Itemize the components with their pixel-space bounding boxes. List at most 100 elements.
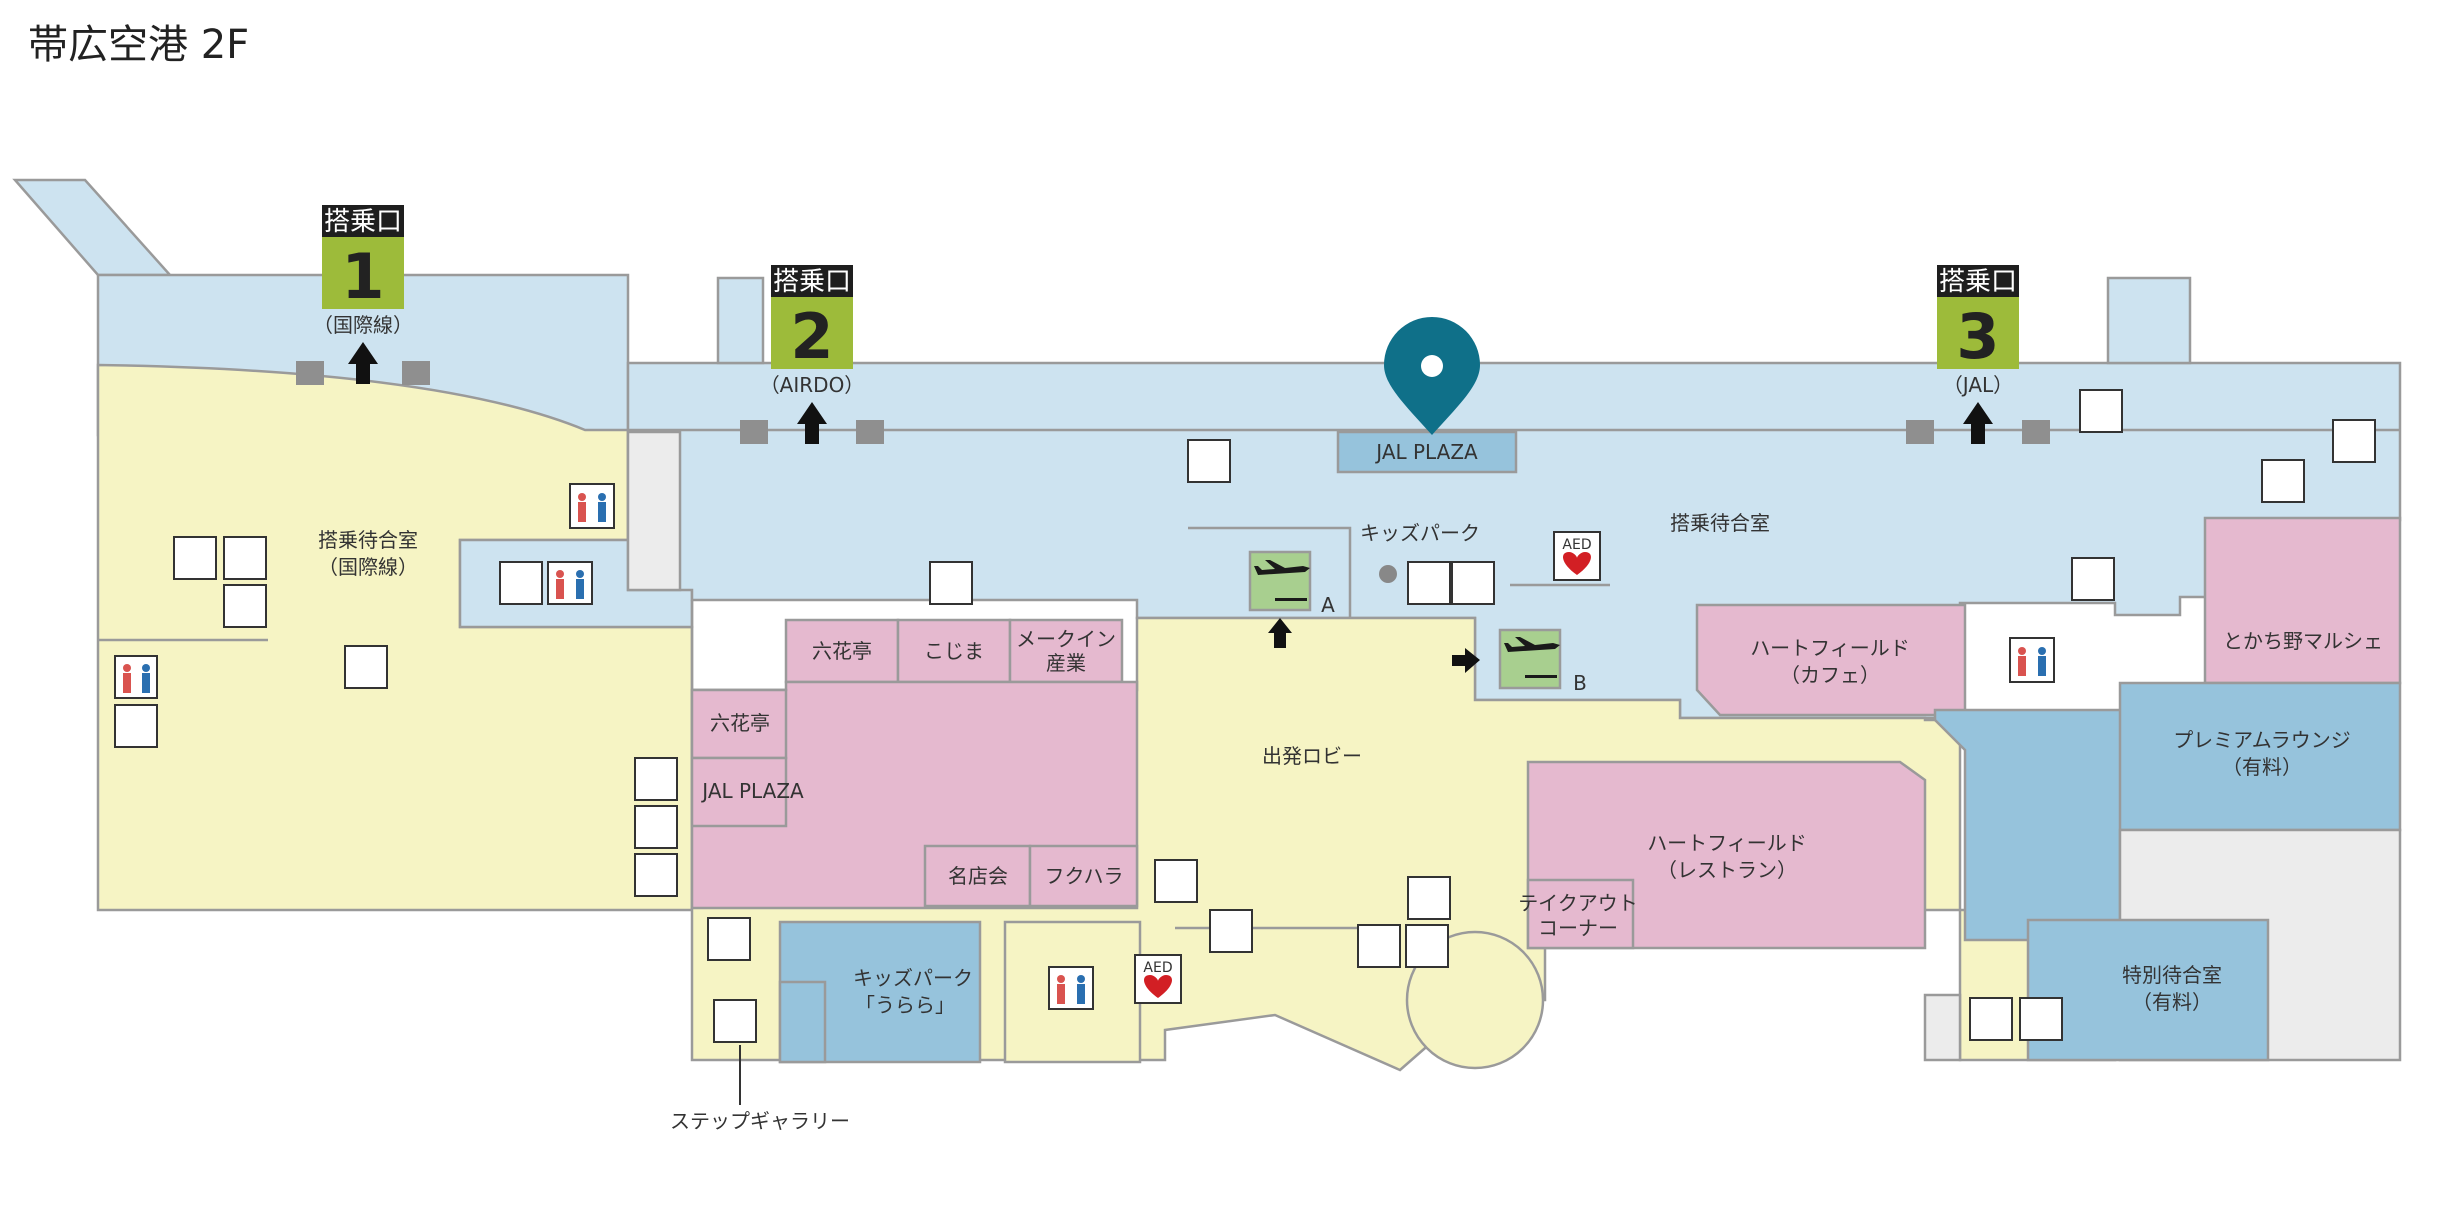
pad-gate3-left	[1906, 420, 1934, 444]
restroom-3-red	[123, 664, 131, 672]
restroom-figure-red	[578, 493, 586, 501]
label-premium-2: （有料）	[2222, 755, 2302, 779]
baby-changing-icon-2	[1451, 561, 1495, 605]
wall-kids-park-corner	[1188, 526, 1352, 618]
label-fukuhara: フクハラ	[1045, 864, 1124, 888]
restroom-icon-5	[1048, 966, 1094, 1010]
arrow-right-gate-b-icon	[1452, 648, 1480, 673]
gate-1-header	[322, 205, 404, 237]
area-top-block-right	[2106, 276, 2192, 365]
stairs-icon-4	[1357, 924, 1401, 968]
restroom-5-blue	[1077, 975, 1085, 983]
restroom-5-red-body	[1057, 984, 1065, 1004]
gate-b-plane-icon	[1504, 637, 1560, 678]
label-rokkatei-2: 六花亭	[710, 711, 770, 735]
gate-3-header	[1937, 265, 2019, 297]
label-departure-lobby: 出発ロビー	[1262, 744, 1362, 768]
label-jal-plaza-top: JAL PLAZA	[1374, 440, 1478, 464]
gate-3-sub: （JAL）	[1943, 373, 2013, 397]
aed-icon-2-label: AED	[1143, 960, 1172, 976]
label-special-1: 特別待合室	[2122, 963, 2222, 987]
label-make-in-1: メークイン	[1016, 627, 1116, 651]
smoking-area-icon	[634, 853, 678, 897]
label-kids-park: キッズパーク	[1360, 521, 1480, 545]
aed-icon: AED	[1553, 531, 1601, 581]
label-kids-urara-2: 「うらら」	[855, 993, 955, 1017]
security-officer-icon	[344, 645, 388, 689]
stairs-icon-2	[2332, 419, 2376, 463]
arrow-up-gate1-icon	[348, 342, 378, 384]
restroom-2-red	[556, 570, 564, 578]
gate-2-header	[771, 265, 853, 297]
restroom-3-red-body	[123, 673, 131, 693]
shop-jal-plaza-2	[690, 756, 788, 828]
label-heartfield-rest-1: ハートフィールド	[1647, 831, 1807, 855]
restroom-4-blue-body	[2038, 656, 2046, 676]
accessible-restroom-icon	[499, 561, 543, 605]
map-areas	[12, 178, 2402, 1072]
pictogram-glyphs	[123, 493, 2046, 1004]
elevator-icon	[223, 584, 267, 628]
pad-gate2-right	[856, 420, 884, 444]
label-make-in-2: 産業	[1046, 651, 1086, 675]
shop-meitenkai	[923, 844, 1032, 908]
gate-2-top-label: 搭乗口	[773, 267, 851, 297]
water-fountain-icon-2	[1154, 859, 1198, 903]
gate-2-number: 2	[790, 300, 833, 373]
jet-bridge-pads	[296, 361, 2050, 444]
pad-gate1-right	[402, 361, 430, 385]
shop-tokachi-marche	[2203, 516, 2402, 685]
gate-b-sign	[1498, 628, 1562, 690]
elevator-icon-2	[2079, 389, 2123, 433]
gate-1-number-box	[322, 237, 404, 309]
restroom-2-blue	[576, 570, 584, 578]
area-northwest-corridor	[12, 178, 173, 277]
label-boarding-wait: 搭乗待合室	[1670, 511, 1770, 535]
label-gate-b: B	[1573, 671, 1587, 695]
shop-jal-plaza-top	[1336, 430, 1518, 474]
gate-a-sign	[1248, 550, 1312, 612]
restroom-icon	[569, 483, 615, 529]
gate-3-top-label: 搭乗口	[1939, 267, 2017, 297]
restroom-4-red	[2018, 647, 2026, 655]
label-special-2: （有料）	[2132, 990, 2212, 1014]
gate-2: 搭乗口 2 （AIRDO）	[760, 265, 865, 397]
pad-gate2-left	[740, 420, 768, 444]
area-grey-partition	[626, 430, 682, 592]
gate-2-number-box	[771, 297, 853, 369]
stairs-icon-3	[1209, 909, 1253, 953]
aed-icon-2: AED	[1134, 954, 1182, 1004]
restroom-figure-blue	[598, 493, 606, 501]
restroom-5-blue-body	[1077, 984, 1085, 1004]
escalator-icon-2	[1405, 924, 1449, 968]
label-heartfield-cafe-1: ハートフィールド	[1750, 636, 1910, 660]
direction-arrows	[348, 342, 1993, 673]
gate-1-top-label: 搭乗口	[324, 207, 402, 237]
gate-3-number: 3	[1956, 300, 1999, 373]
label-kojima: こじま	[924, 639, 984, 663]
gate-3-number-box	[1937, 297, 2019, 369]
gate-2-sub: （AIRDO）	[760, 373, 865, 397]
kids-park-marker	[1379, 565, 1397, 583]
elevator-icon-3	[707, 917, 751, 961]
water-fountain-icon	[634, 757, 678, 801]
baby-changing-icon	[929, 561, 973, 605]
arrow-up-gate-a-icon	[1268, 618, 1292, 648]
restroom-figure-red-body	[578, 502, 586, 522]
accessible-restroom-icon-2	[114, 704, 158, 748]
gate-3: 搭乗口 3 （JAL）	[1937, 265, 2019, 397]
shop-kojima	[896, 618, 1012, 684]
restroom-5-red	[1057, 975, 1065, 983]
nursery-icon	[1407, 561, 1451, 605]
label-step-gallery: ステップギャラリー	[670, 1109, 850, 1133]
location-pin-icon[interactable]	[1384, 317, 1480, 435]
label-intl-wait-2: （国際線）	[318, 555, 418, 579]
gate-1: 搭乗口 1 （国際線）	[313, 205, 413, 337]
restroom-4-blue	[2038, 647, 2046, 655]
label-rokkatei-1: 六花亭	[812, 639, 872, 663]
area-kids-urara-side	[778, 980, 827, 1064]
label-meitenkai: 名店会	[948, 864, 1008, 888]
gate-1-number: 1	[341, 240, 384, 313]
restroom-icon-2	[547, 561, 593, 605]
map-labels: JAL PLAZA 搭乗待合室 （国際線） キッズパーク 搭乗待合室 A B 六…	[318, 440, 2383, 1133]
